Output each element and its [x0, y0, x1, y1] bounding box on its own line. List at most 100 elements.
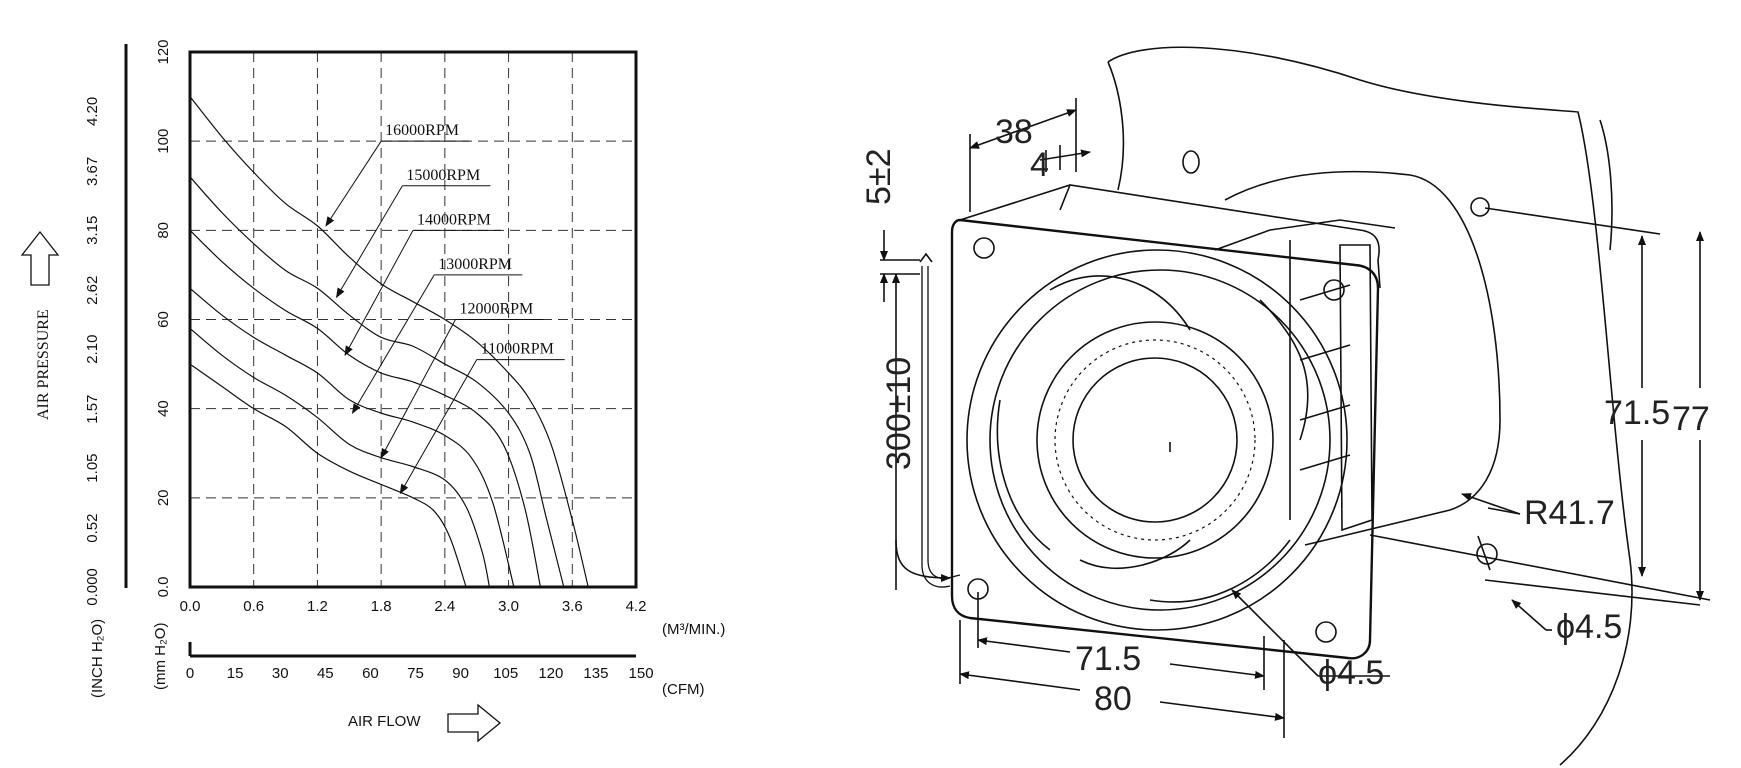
inch-tick-label: 3.67 [84, 157, 101, 186]
dim-71-5-h-label: 71.5 [1075, 640, 1141, 678]
inch-tick-label: 0.52 [84, 514, 101, 543]
x-tick-label: 3.0 [498, 598, 519, 615]
fan-blade [1079, 539, 1191, 569]
fan-side-guard [1339, 244, 1373, 532]
mounting-plate [1107, 46, 1633, 766]
fan-shroud [966, 249, 1348, 631]
series-curve-12000RPM [189, 327, 491, 588]
y-axis-title: AIR PRESSURE [35, 309, 52, 420]
motor-housing [1224, 170, 1501, 546]
x-tick-label: 0.6 [243, 598, 264, 615]
inch-tick-label: 2.10 [84, 335, 101, 364]
y-tick-label: 120 [155, 39, 172, 64]
x-tick-label: 0.0 [180, 598, 201, 615]
dim-phi-front-label: ϕ4.5 [1318, 654, 1384, 692]
cfm-tick-label: 45 [317, 665, 334, 682]
pq-chart: 16000RPM 15000RPM 14000RPM 13000RPM 12000RPM… [20, 39, 725, 743]
fan-blade [996, 399, 1051, 551]
dim-77-label: 77 [1672, 400, 1710, 438]
fan-frame-top-depth [959, 184, 1381, 289]
cfm-axis-ticks: 0 15 30 45 60 75 90 105 120 135 150 [186, 665, 654, 682]
cfm-tick-label: 135 [583, 665, 608, 682]
y-unit-primary: (mm H₂O) [152, 623, 169, 690]
x-axis-ticks: 0.0 0.6 1.2 1.8 2.4 3.0 3.6 4.2 [180, 598, 647, 615]
series-leader-arrow [344, 230, 414, 357]
dim-5-label: 5±2 [860, 149, 898, 205]
cfm-tick-label: 75 [407, 665, 424, 682]
fan-blade [1149, 539, 1291, 603]
series-label: 14000RPM [417, 211, 491, 228]
series-label: 13000RPM [438, 256, 512, 273]
lead-wire [927, 266, 961, 580]
fan-blade [1049, 275, 1191, 331]
cfm-tick-label: 30 [272, 665, 289, 682]
series-leader-arrow [325, 140, 382, 227]
x-unit-secondary: (CFM) [662, 681, 704, 698]
fan-blade [1259, 299, 1309, 441]
y-unit-secondary: (INCH H₂O) [89, 619, 106, 698]
dim-300-label: 300±10 [880, 357, 918, 470]
series-curve-14000RPM [189, 229, 542, 588]
y-tick-label: 0.0 [155, 577, 172, 598]
x-tick-label: 1.8 [371, 598, 392, 615]
dim-38-arrow [969, 109, 1077, 149]
cfm-tick-label: 90 [452, 665, 469, 682]
plot-frame [188, 50, 638, 589]
fan-frame-outer [950, 218, 1380, 660]
x-tick-label: 4.2 [626, 598, 647, 615]
inch-tick-label: 3.15 [84, 216, 101, 245]
series-leader-arrow [380, 319, 456, 459]
side-mount-hole-top [1470, 197, 1490, 217]
dim-71-5-v-label: 71.5 [1604, 394, 1670, 432]
fan-hub-label-ring [1054, 339, 1256, 541]
series-label: 12000RPM [459, 301, 533, 318]
inch-tick-label: 0.000 [84, 568, 101, 606]
series-leader-arrow [336, 185, 403, 299]
dim-phi-side-label: ϕ4.5 [1556, 608, 1622, 646]
frame-hole-bottom-right [1315, 621, 1337, 643]
dim-38-label: 38 [995, 113, 1033, 151]
y-tick-label: 80 [155, 222, 172, 239]
y-tick-label: 60 [155, 311, 172, 328]
chart-curves: 16000RPM 15000RPM 14000RPM 13000RPM 12000RPM… [189, 96, 589, 588]
x-tick-label: 1.2 [307, 598, 328, 615]
frame-hole-top-left [973, 237, 995, 259]
series-leader-arrow [399, 359, 478, 495]
dim-80-label: 80 [1094, 680, 1132, 718]
fan-hub-outer [1036, 321, 1274, 559]
cfm-tick-label: 15 [227, 665, 244, 682]
series-leader-arrow [351, 274, 435, 414]
inch-tick-label: 1.57 [84, 395, 101, 424]
series-label: 16000RPM [385, 122, 459, 139]
series-curve-15000RPM [189, 176, 565, 588]
x-tick-label: 2.4 [434, 598, 455, 615]
cfm-tick-label: 120 [538, 665, 563, 682]
series-label: 15000RPM [406, 167, 480, 184]
dim-4-label: 4 [1030, 146, 1049, 184]
series-curve-13000RPM [189, 287, 515, 588]
cfm-tick-label: 60 [362, 665, 379, 682]
cfm-tick-label: 150 [629, 665, 654, 682]
x-unit-primary: (M³/MIN.) [662, 621, 725, 638]
frame-hole-top-right [1323, 279, 1345, 301]
series-label: 11000RPM [481, 341, 554, 358]
cfm-tick-label: 0 [186, 665, 194, 682]
inch-axis-ticks: 0.000 0.52 1.05 1.57 2.10 2.62 3.15 3.67 4.20 [84, 97, 101, 606]
dim-radius-label: R41.7 [1524, 494, 1615, 532]
inch-tick-label: 1.05 [84, 453, 101, 482]
series-curve-16000RPM [189, 96, 589, 588]
x-axis-title: AIR FLOW [348, 713, 421, 730]
x-axis-arrow-icon [447, 703, 502, 743]
y-axis-arrow-icon [20, 230, 60, 286]
inch-tick-label: 4.20 [84, 97, 101, 126]
y-tick-label: 20 [155, 489, 172, 506]
series-curve-11000RPM [189, 363, 467, 588]
fan-hub-inner [1072, 357, 1238, 523]
y-tick-label: 40 [155, 400, 172, 417]
cfm-tick-label: 105 [493, 665, 518, 682]
inch-tick-label: 2.62 [84, 276, 101, 305]
x-tick-label: 3.6 [562, 598, 583, 615]
fan-drawing [880, 46, 1711, 766]
plate-hole-top [1182, 150, 1200, 174]
